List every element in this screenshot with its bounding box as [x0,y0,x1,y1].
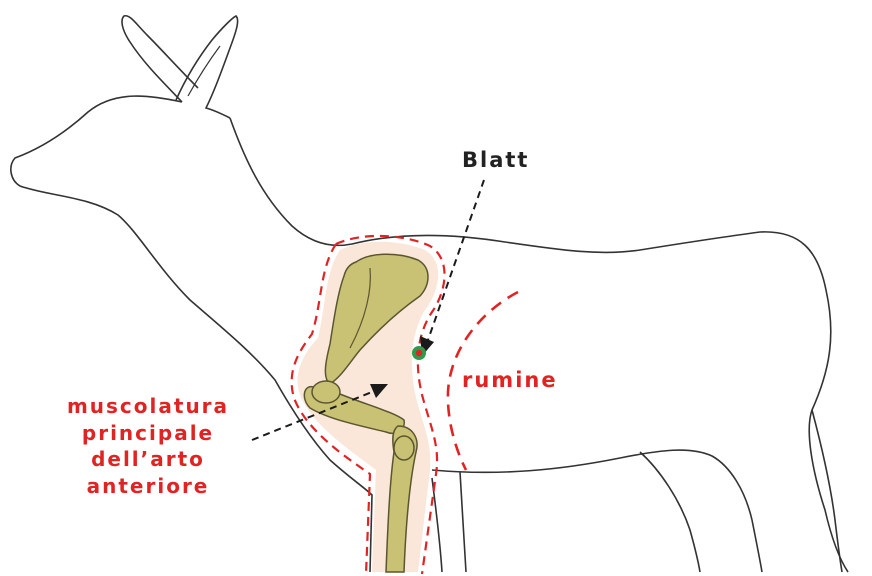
forelimb-muscle-label-line: dell’arto [58,446,238,473]
blatt-arrow-line [428,180,484,340]
deer-body-outline [11,96,372,572]
rumine-label: rumine [462,368,558,392]
deer-belly-outline [432,450,762,572]
blatt-label: Blatt [462,148,529,172]
forelimb-muscle-label: muscolatura principale dell’arto anterio… [58,393,238,499]
forelimb-muscle-label-line: muscolatura [58,393,238,420]
deer-foreleg-far-back [460,472,466,572]
forelimb-muscle-label-line: principale [58,420,238,447]
deer-foreleg-far [432,478,442,572]
elbow-joint [394,436,414,460]
shoulder-joint [312,381,340,403]
deer-hind-leg-front [640,452,700,572]
deer-hind-leg-back [812,410,842,572]
target-dot-center [416,350,422,356]
deer-ear-back [122,16,198,102]
forelimb-muscle-label-line: anteriore [58,473,238,500]
deer-ear-front [176,16,238,118]
